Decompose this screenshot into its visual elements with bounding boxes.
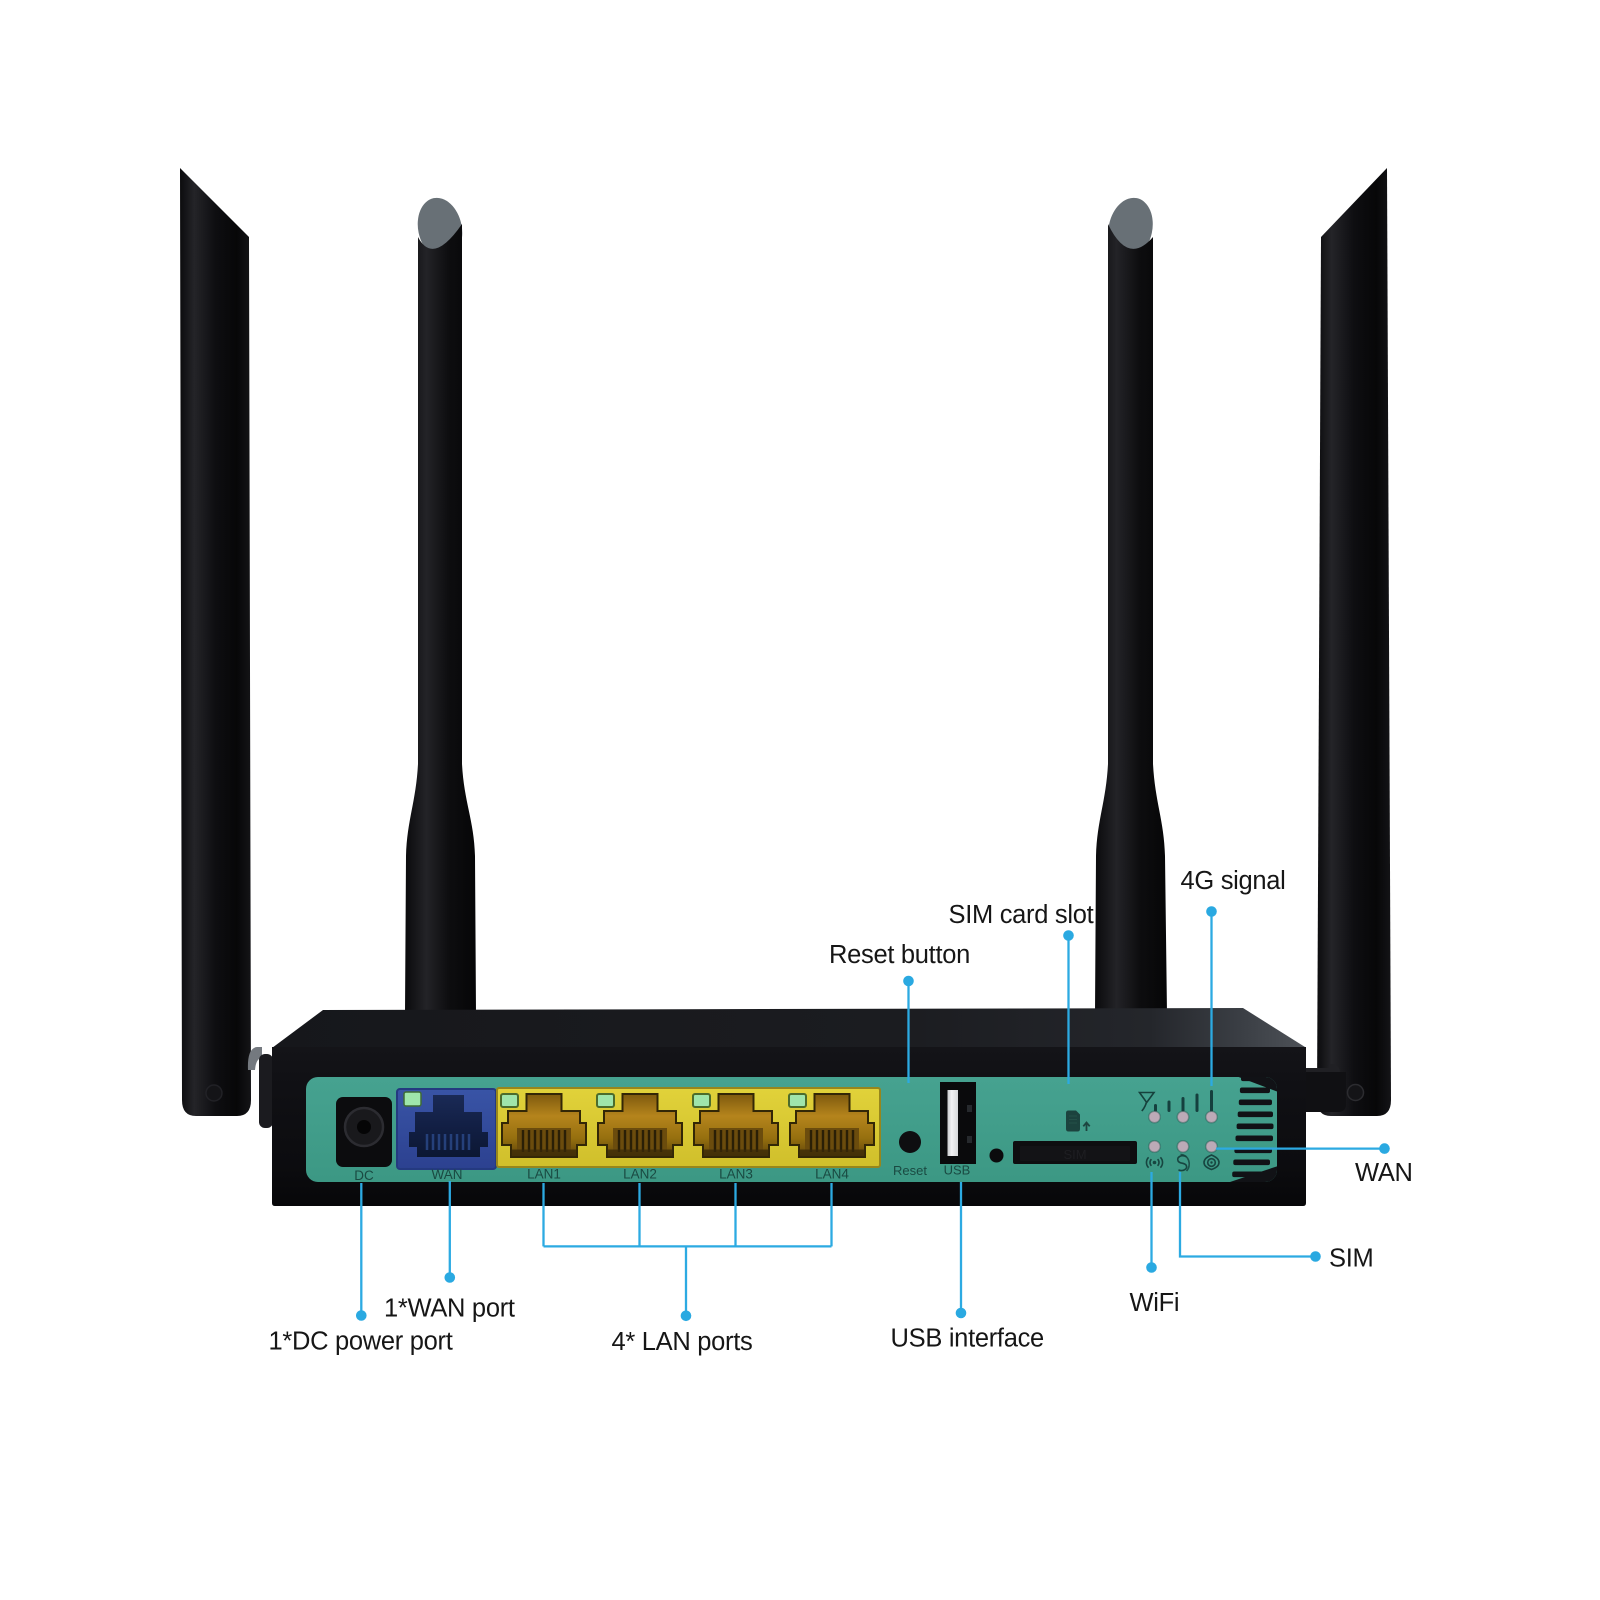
svg-text:LAN2: LAN2	[623, 1167, 657, 1182]
svg-text:LAN3: LAN3	[719, 1167, 753, 1182]
svg-text:SIM: SIM	[1329, 1245, 1373, 1273]
svg-text:4* LAN ports: 4* LAN ports	[612, 1328, 753, 1356]
svg-text:1*DC power port: 1*DC power port	[269, 1328, 453, 1356]
svg-text:SIM: SIM	[1063, 1147, 1086, 1162]
svg-text:LAN1: LAN1	[527, 1167, 561, 1182]
svg-text:SIM card slot: SIM card slot	[949, 901, 1094, 929]
svg-text:WAN: WAN	[432, 1167, 463, 1182]
svg-text:DC: DC	[354, 1168, 374, 1183]
svg-text:WiFi: WiFi	[1130, 1289, 1180, 1317]
svg-text:Reset: Reset	[893, 1163, 927, 1178]
svg-text:USB: USB	[944, 1163, 971, 1178]
svg-text:4G signal: 4G signal	[1181, 867, 1286, 895]
svg-text:1*WAN port: 1*WAN port	[384, 1295, 515, 1323]
svg-text:WAN: WAN	[1355, 1159, 1413, 1187]
svg-text:Reset button: Reset button	[829, 941, 970, 969]
svg-text:LAN4: LAN4	[815, 1167, 849, 1182]
svg-text:USB interface: USB interface	[891, 1325, 1045, 1353]
